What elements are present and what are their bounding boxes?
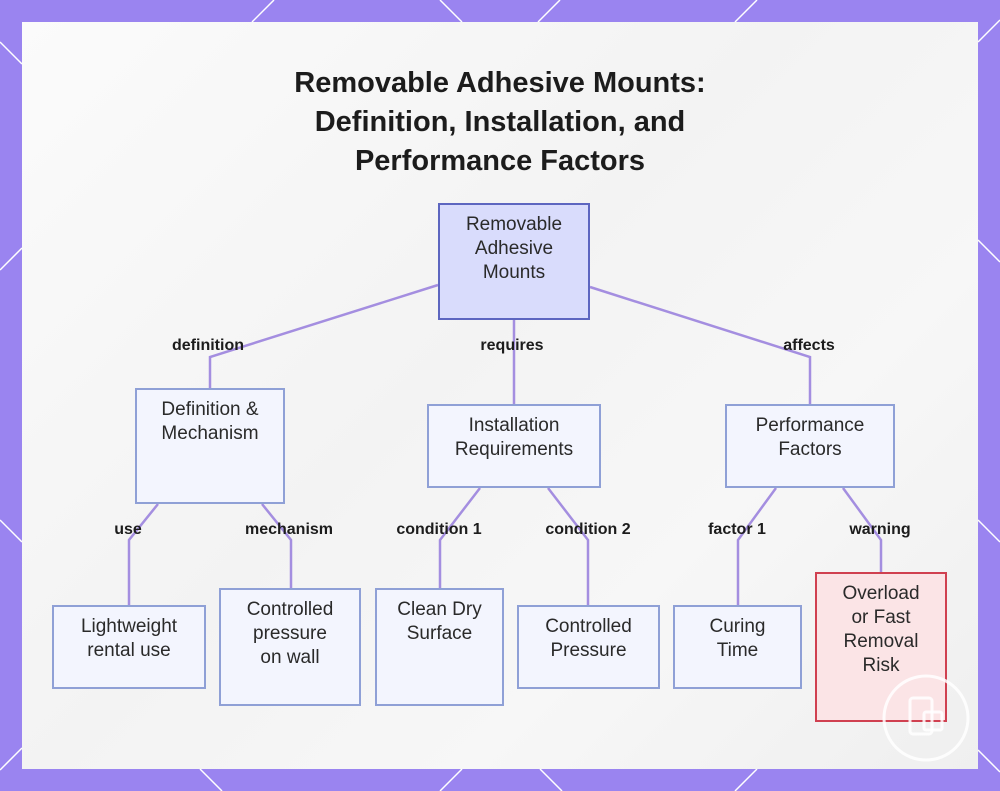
node-controlled-pressure: Controlled Pressure	[517, 605, 660, 689]
node-controlled-pressure-on-wall: Controlled pressure on wall	[219, 588, 361, 706]
node-overload-fast-removal-risk: Overload or Fast Removal Risk	[815, 572, 947, 722]
edge-label-affects: affects	[783, 337, 835, 354]
edge-root-definition	[208, 283, 439, 388]
node-definition-mechanism: Definition & Mechanism	[135, 388, 285, 504]
edge-label-factor-1: factor 1	[708, 521, 766, 538]
title-line: Definition, Installation, and	[314, 106, 686, 138]
edge-label-warning: warning	[849, 521, 911, 538]
edge-performance-curing	[736, 487, 778, 605]
edge-label-use: use	[114, 521, 142, 538]
title-line: Performance Factors	[354, 145, 646, 177]
node-performance-factors: Performance Factors	[725, 404, 895, 488]
node-clean-dry-surface: Clean Dry Surface	[375, 588, 504, 706]
edge-label-condition-1: condition 1	[396, 521, 482, 538]
edge-performance-overload	[841, 487, 883, 572]
edge-label-definition: definition	[172, 337, 244, 354]
edge-definition-controlled-wall	[261, 503, 293, 588]
node-installation-requirements: Installation Requirements	[427, 404, 601, 488]
edge-root-performance	[589, 285, 812, 404]
edge-installation-pressure	[547, 487, 590, 605]
edge-definition-lightweight	[127, 503, 159, 605]
title-line: Removable Adhesive Mounts:	[294, 67, 706, 99]
edge-label-mechanism: mechanism	[244, 521, 334, 538]
diagram-title: Removable Adhesive Mounts: Definition, I…	[0, 64, 1000, 181]
node-removable-adhesive-mounts: Removable Adhesive Mounts	[438, 203, 590, 320]
edge-label-condition-2: condition 2	[545, 521, 631, 538]
node-lightweight-rental-use: Lightweight rental use	[52, 605, 206, 689]
node-curing-time: Curing Time	[673, 605, 802, 689]
watermark-icon	[882, 674, 970, 762]
edge-label-requires: requires	[480, 337, 544, 354]
edge-installation-clean	[438, 487, 481, 588]
